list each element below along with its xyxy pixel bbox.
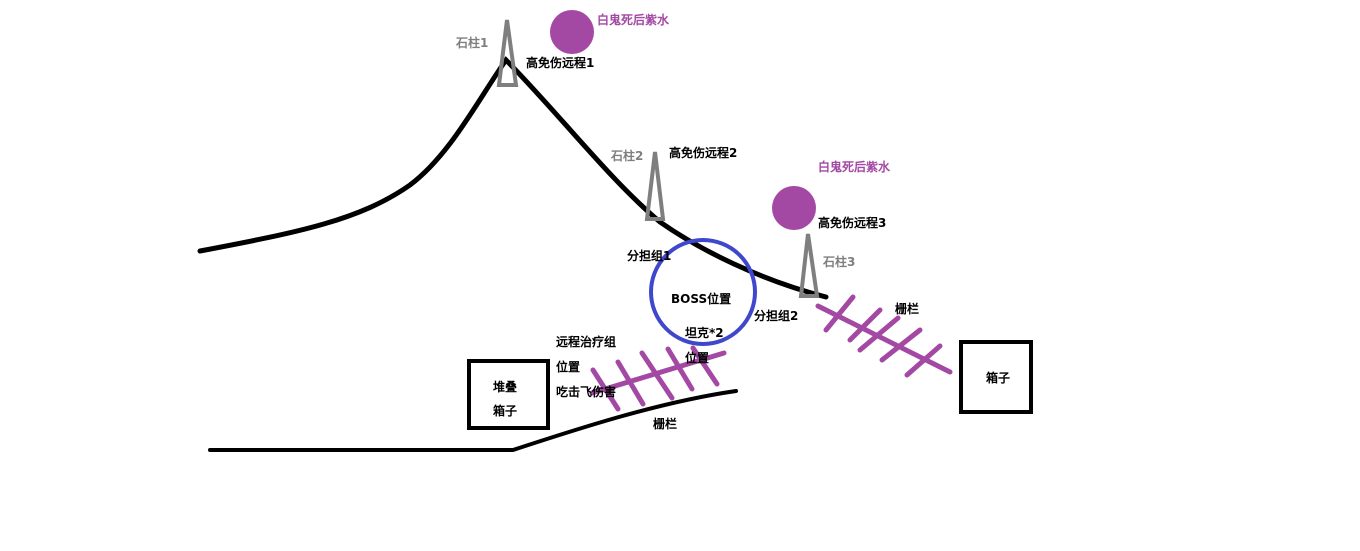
stacked-box-label-line2: 箱子 <box>493 403 517 418</box>
lower-terrain-line <box>208 389 738 452</box>
pillar-3-label: 石柱3 <box>822 254 855 269</box>
right-box-label: 箱子 <box>986 370 1010 385</box>
right-box <box>959 340 1033 414</box>
tank-label: 坦克*2 <box>685 325 724 340</box>
split-group-2-label: 分担组2 <box>754 308 798 323</box>
upper-terrain-line <box>197 56 829 300</box>
stone-pillar-1 <box>496 19 519 87</box>
ranged-1-label: 高免伤远程1 <box>526 55 594 70</box>
pillar-2-label: 石柱2 <box>610 148 643 163</box>
right-fence <box>815 294 953 378</box>
stacked-box <box>467 359 550 430</box>
healer-group-label: 远程治疗组 <box>556 334 616 349</box>
left-fence-label: 栅栏 <box>653 416 677 431</box>
stone-pillar-3 <box>798 233 820 298</box>
healer-position-label: 位置 <box>556 359 580 374</box>
purple-water-marker-1 <box>550 10 594 54</box>
right-fence-label: 栅栏 <box>895 301 919 316</box>
ranged-2-label: 高免伤远程2 <box>669 145 737 160</box>
boss-position-circle <box>649 238 757 346</box>
left-fence <box>589 345 727 412</box>
water-2-label: 白鬼死后紫水 <box>818 159 891 174</box>
boss-position-label: BOSS位置 <box>671 291 731 306</box>
water-1-label: 白鬼死后紫水 <box>597 12 670 27</box>
tank-position-label: 位置 <box>685 350 709 365</box>
pillar-1-label: 石柱1 <box>455 35 488 50</box>
ranged-3-label: 高免伤远程3 <box>818 215 886 230</box>
healer-knockback-label: 吃击飞伤害 <box>556 384 616 399</box>
stone-pillar-2 <box>644 151 666 221</box>
purple-water-marker-2 <box>772 186 816 230</box>
split-group-1-label: 分担组1 <box>627 248 671 263</box>
stacked-box-label-line1: 堆叠 <box>493 379 517 394</box>
